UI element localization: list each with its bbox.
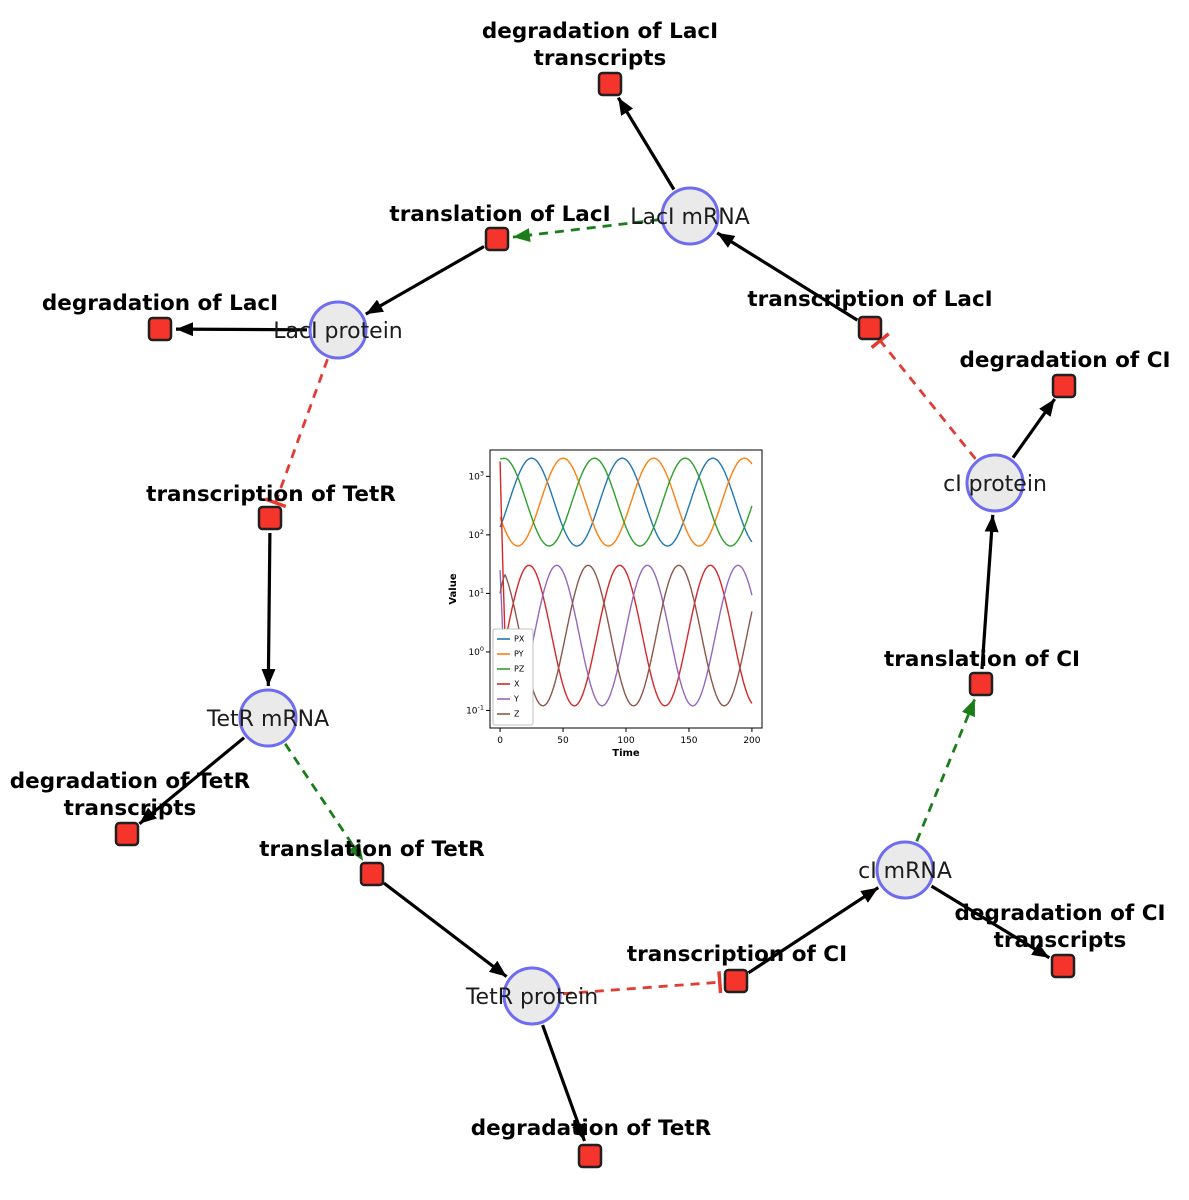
legend-box: [492, 628, 534, 726]
series-line-PZ: [499, 457, 753, 547]
reaction-node-deg-ci: [1051, 373, 1077, 399]
reaction-label-transcription-tetr: transcription of TetR: [146, 482, 396, 507]
series-line-X: [499, 461, 753, 707]
species-node-laci-mrna: [660, 186, 720, 246]
y-tick-label: 100: [468, 645, 484, 658]
x-tick-label: 200: [743, 736, 760, 746]
reaction-node-deg-tetr: [577, 1143, 603, 1169]
reaction-label-translation-laci: translation of LacI: [389, 202, 610, 227]
legend-item-X: X: [514, 680, 520, 689]
chart-plot-area: [489, 449, 763, 729]
series-line-Y: [499, 564, 753, 707]
series-line-PX: [499, 457, 753, 547]
species-label-laci-protein: LacI protein: [273, 319, 403, 344]
edge-consumption-ci-mrna-to-deg-ci-transcripts: [930, 884, 1051, 960]
reaction-label-deg-ci: degradation of CI: [960, 348, 1171, 373]
reaction-node-deg-ci-transcripts: [1050, 953, 1076, 979]
species-node-ci-mrna: [875, 840, 935, 900]
edge-production-transcription-ci-to-ci-mrna: [747, 886, 880, 975]
y-tick-label: 10-1: [466, 703, 484, 716]
reaction-label-translation-ci: translation of CI: [884, 647, 1080, 672]
y-tick-label: 103: [468, 469, 484, 482]
reaction-node-transcription-ci: [723, 968, 749, 994]
node-layer: [114, 71, 1077, 1169]
edge-production-transcription-laci-to-laci-mrna: [716, 231, 859, 322]
reaction-node-transcription-laci: [857, 315, 883, 341]
edge-production-translation-tetr-to-tetr-protein: [382, 881, 508, 978]
edge-consumption-tetr-mrna-to-deg-tetr-transcripts: [138, 736, 246, 826]
edge-consumption-ci-protein-to-deg-ci: [1011, 398, 1057, 459]
legend-item-Y: Y: [513, 695, 519, 704]
edge-modifier-laci-mrna-to-translation-laci: [512, 218, 660, 243]
chart-legend: PX PY PZ XYZ: [492, 628, 534, 726]
y-tick-label: 101: [468, 586, 484, 599]
species-label-tetr-protein: TetR protein: [465, 985, 598, 1010]
species-node-tetr-mrna: [238, 688, 298, 748]
reaction-label-deg-laci: degradation of LacI: [42, 291, 278, 316]
edge-production-translation-laci-to-laci-protein: [365, 245, 485, 316]
species-label-ci-protein: cI protein: [943, 472, 1047, 497]
species-label-tetr-mrna: TetR mRNA: [206, 707, 329, 732]
species-label-ci-mrna: cI mRNA: [858, 859, 952, 884]
edge-layer: [138, 96, 1057, 1142]
reaction-label-translation-tetr: translation of TetR: [259, 837, 485, 862]
reaction-label-transcription-ci: transcription of CI: [627, 942, 847, 967]
y-tick-label: 102: [468, 528, 484, 541]
edge-modifier-ci-mrna-to-translation-ci: [915, 698, 977, 842]
species-node-tetr-protein: [502, 966, 562, 1026]
x-tick-label: 100: [617, 736, 634, 746]
x-tick-label: 0: [497, 736, 503, 746]
species-label-laci-mrna: LacI mRNA: [630, 205, 750, 230]
x-tick-label: 50: [557, 736, 569, 746]
reaction-node-transcription-tetr: [257, 505, 283, 531]
legend-item-PX: PX: [514, 635, 525, 644]
species-node-laci-protein: [308, 300, 368, 360]
edge-inhibition-tetr-protein-to-transcription-ci: [562, 971, 723, 996]
x-axis-label: Time: [612, 748, 640, 759]
legend-item-PZ: PZ: [514, 665, 525, 674]
legend-item-PY: PY: [514, 650, 524, 659]
edge-production-translation-ci-to-ci-protein: [980, 514, 999, 670]
reaction-node-deg-laci: [147, 316, 173, 342]
edge-production-transcription-tetr-to-tetr-mrna: [261, 532, 276, 687]
legend-item-Z: Z: [514, 710, 520, 719]
reaction-label-deg-tetr: degradation of TetR: [471, 1116, 712, 1141]
species-node-ci-protein: [965, 453, 1025, 513]
reaction-label-transcription-laci: transcription of LacI: [747, 287, 992, 312]
y-axis-label: Value: [448, 573, 459, 604]
series-line-Z: [499, 564, 753, 707]
x-tick-label: 150: [680, 736, 697, 746]
reaction-node-translation-ci: [968, 671, 994, 697]
series-line-PY: [499, 457, 753, 547]
edge-consumption-laci-protein-to-deg-laci: [175, 322, 308, 337]
edge-consumption-laci-mrna-to-deg-laci-transcripts: [616, 96, 676, 191]
reaction-node-translation-tetr: [359, 861, 385, 887]
edge-modifier-tetr-mrna-to-translation-tetr: [284, 743, 365, 862]
reaction-node-deg-tetr-transcripts: [114, 821, 140, 847]
reaction-node-translation-laci: [484, 226, 510, 252]
edge-consumption-tetr-protein-to-deg-tetr: [541, 1024, 587, 1142]
reaction-node-deg-laci-transcripts: [597, 71, 623, 97]
